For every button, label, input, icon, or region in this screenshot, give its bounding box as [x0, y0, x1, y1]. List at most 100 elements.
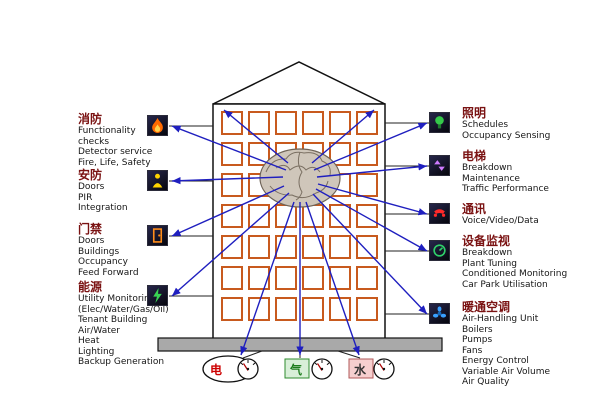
section-item: Backup Generation	[78, 357, 165, 367]
section-title: 通讯	[462, 202, 487, 216]
section-items: Utility Monitoring(Elec/Water/Gas/Oil)Te…	[78, 294, 169, 368]
section-title: 照明	[462, 106, 487, 120]
section-item: (Elec/Water/Gas/Oil)	[78, 304, 169, 315]
building-window	[302, 235, 324, 259]
section-item: Variable Air Volume	[462, 366, 550, 377]
building-window	[248, 297, 270, 321]
building-window	[356, 204, 378, 228]
section-item: Occupancy	[78, 257, 128, 267]
section-item: Air-Handling Unit	[462, 314, 539, 324]
section-item: Utility Monitoring	[78, 294, 156, 304]
section-item: Doors	[78, 182, 105, 192]
section-title: 安防	[78, 168, 103, 182]
building-window	[356, 297, 378, 321]
section-item: Air/Water	[78, 325, 120, 336]
section-item: Buildings	[78, 246, 120, 257]
section-item: Fire, Life, Safety	[78, 157, 151, 168]
water-meter-label: 水	[354, 362, 367, 377]
section-item: Conditioned Monitoring	[462, 269, 568, 279]
section-title: 门禁	[78, 222, 103, 236]
section-item: Voice/Video/Data	[462, 216, 539, 226]
light-bulb-icon	[429, 112, 450, 133]
section-energy: 能源 Utility Monitoring(Elec/Water/Gas/Oil…	[78, 280, 169, 368]
electric-meter-label: 电	[210, 362, 222, 377]
water-gauge	[373, 358, 395, 380]
building-window	[329, 235, 351, 259]
telephone-icon	[429, 203, 450, 224]
building-window	[302, 266, 324, 290]
building-window	[329, 142, 351, 166]
building-windows	[221, 111, 378, 321]
building-window	[248, 266, 270, 290]
section-item: Heat	[78, 336, 100, 346]
door-access-icon	[147, 225, 168, 246]
building-window	[356, 235, 378, 259]
section-item: Lighting	[78, 346, 115, 357]
building-window	[275, 111, 297, 135]
section-item: Detector service	[78, 147, 153, 157]
building-window	[248, 204, 270, 228]
building-window	[248, 142, 270, 166]
section-title: 暖通空调	[462, 300, 511, 314]
building-window	[302, 297, 324, 321]
section-title: 能源	[78, 280, 103, 294]
building-window	[329, 204, 351, 228]
building-window	[356, 142, 378, 166]
section-item: Traffic Performance	[462, 184, 549, 194]
water-meter-body	[348, 358, 374, 379]
elevator-icon	[429, 155, 450, 176]
section-item: Doors	[78, 236, 105, 246]
section-item: Breakdown	[462, 163, 513, 173]
section-item: Air Quality	[462, 377, 510, 387]
section-title: 设备监视	[462, 234, 511, 248]
building-window	[356, 266, 378, 290]
building-window	[329, 111, 351, 135]
signal-arrows	[171, 109, 428, 356]
electric-gauge	[237, 358, 259, 380]
building-window	[356, 173, 378, 197]
section-item: Pumps	[462, 335, 493, 345]
building-window	[221, 297, 243, 321]
section-item: Functionality	[78, 126, 136, 136]
building-window	[221, 173, 243, 197]
energy-bolt-icon	[147, 285, 168, 306]
brain-controller	[259, 148, 341, 208]
section-item: Car Park Utilisation	[462, 279, 548, 290]
gas-meter-label: 气	[289, 362, 302, 377]
section-item: Boilers	[462, 324, 493, 335]
building-window	[329, 266, 351, 290]
section-communications: 通讯 Voice/Video/Data	[462, 202, 539, 227]
section-item: Breakdown	[462, 248, 513, 258]
building-window	[302, 111, 324, 135]
gas-meter-body	[284, 358, 310, 379]
section-title: 电梯	[462, 149, 487, 163]
security-guard-icon	[147, 170, 168, 191]
building-window	[221, 142, 243, 166]
building-window	[221, 204, 243, 228]
section-item: Integration	[78, 203, 128, 213]
building-window	[248, 235, 270, 259]
section-items: Voice/Video/Data	[462, 216, 539, 227]
section-item: Occupancy Sensing	[462, 130, 551, 141]
gas-gauge	[311, 358, 333, 380]
building-window	[275, 266, 297, 290]
section-item: Feed Forward	[78, 267, 139, 278]
utility-meters: 电 气 水	[202, 355, 395, 383]
section-item: Maintenance	[462, 173, 520, 184]
building-window	[221, 266, 243, 290]
building-window	[248, 111, 270, 135]
building-window	[275, 297, 297, 321]
